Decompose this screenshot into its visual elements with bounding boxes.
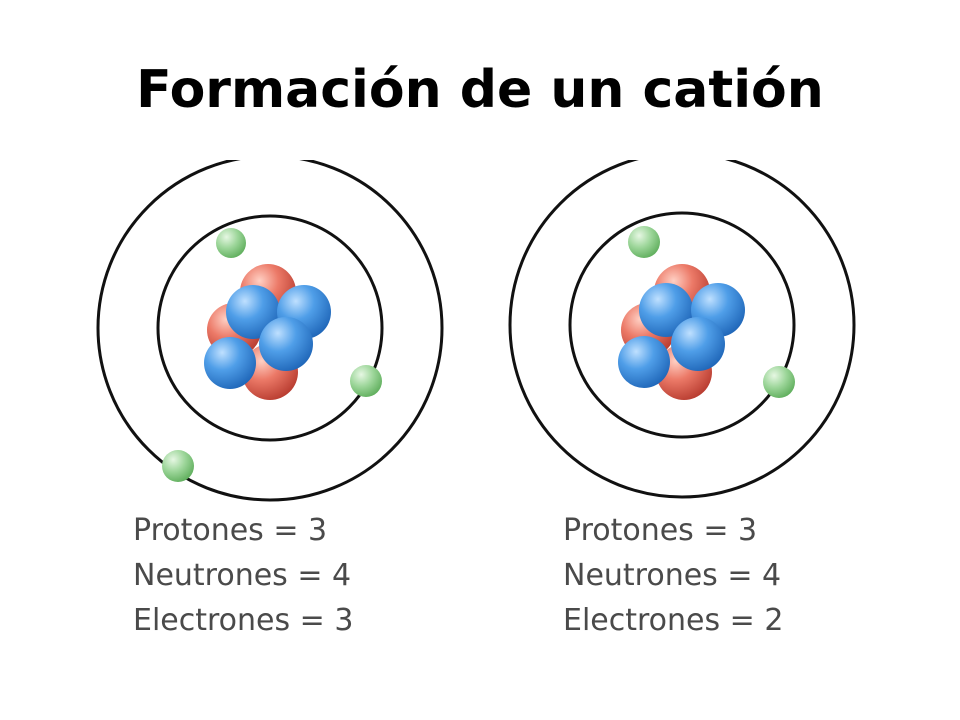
neutron <box>671 317 725 371</box>
nucleus <box>618 264 745 400</box>
outer-orbit <box>96 160 444 502</box>
inner-orbit <box>568 211 796 439</box>
cation-counts: Protones = 3 Neutrones = 4 Electrones = … <box>563 508 783 643</box>
electron <box>628 226 660 258</box>
neutral-atom <box>96 160 444 502</box>
protons-count: Protones = 3 <box>133 513 328 548</box>
neutron <box>639 283 693 337</box>
electrons-count: Electrones = 2 <box>563 603 784 638</box>
outer-orbit <box>508 160 856 499</box>
inner-orbit <box>156 214 384 442</box>
electron <box>350 365 382 397</box>
electron <box>216 228 246 258</box>
atom-diagrams <box>96 160 856 502</box>
protons-count: Protones = 3 <box>563 513 758 548</box>
page-title: Formación de un catión <box>136 60 824 120</box>
electron <box>763 366 795 398</box>
neutrons-count: Neutrones = 4 <box>133 558 352 593</box>
nucleus <box>204 264 331 400</box>
neutral-atom-counts: Protones = 3 Neutrones = 4 Electrones = … <box>133 508 353 643</box>
neutrons-count: Neutrones = 4 <box>563 558 782 593</box>
neutron <box>618 336 670 388</box>
neutron <box>204 337 256 389</box>
neutron <box>259 317 313 371</box>
cation-atom <box>508 160 856 499</box>
electron <box>162 450 194 482</box>
electrons-count: Electrones = 3 <box>133 603 354 638</box>
